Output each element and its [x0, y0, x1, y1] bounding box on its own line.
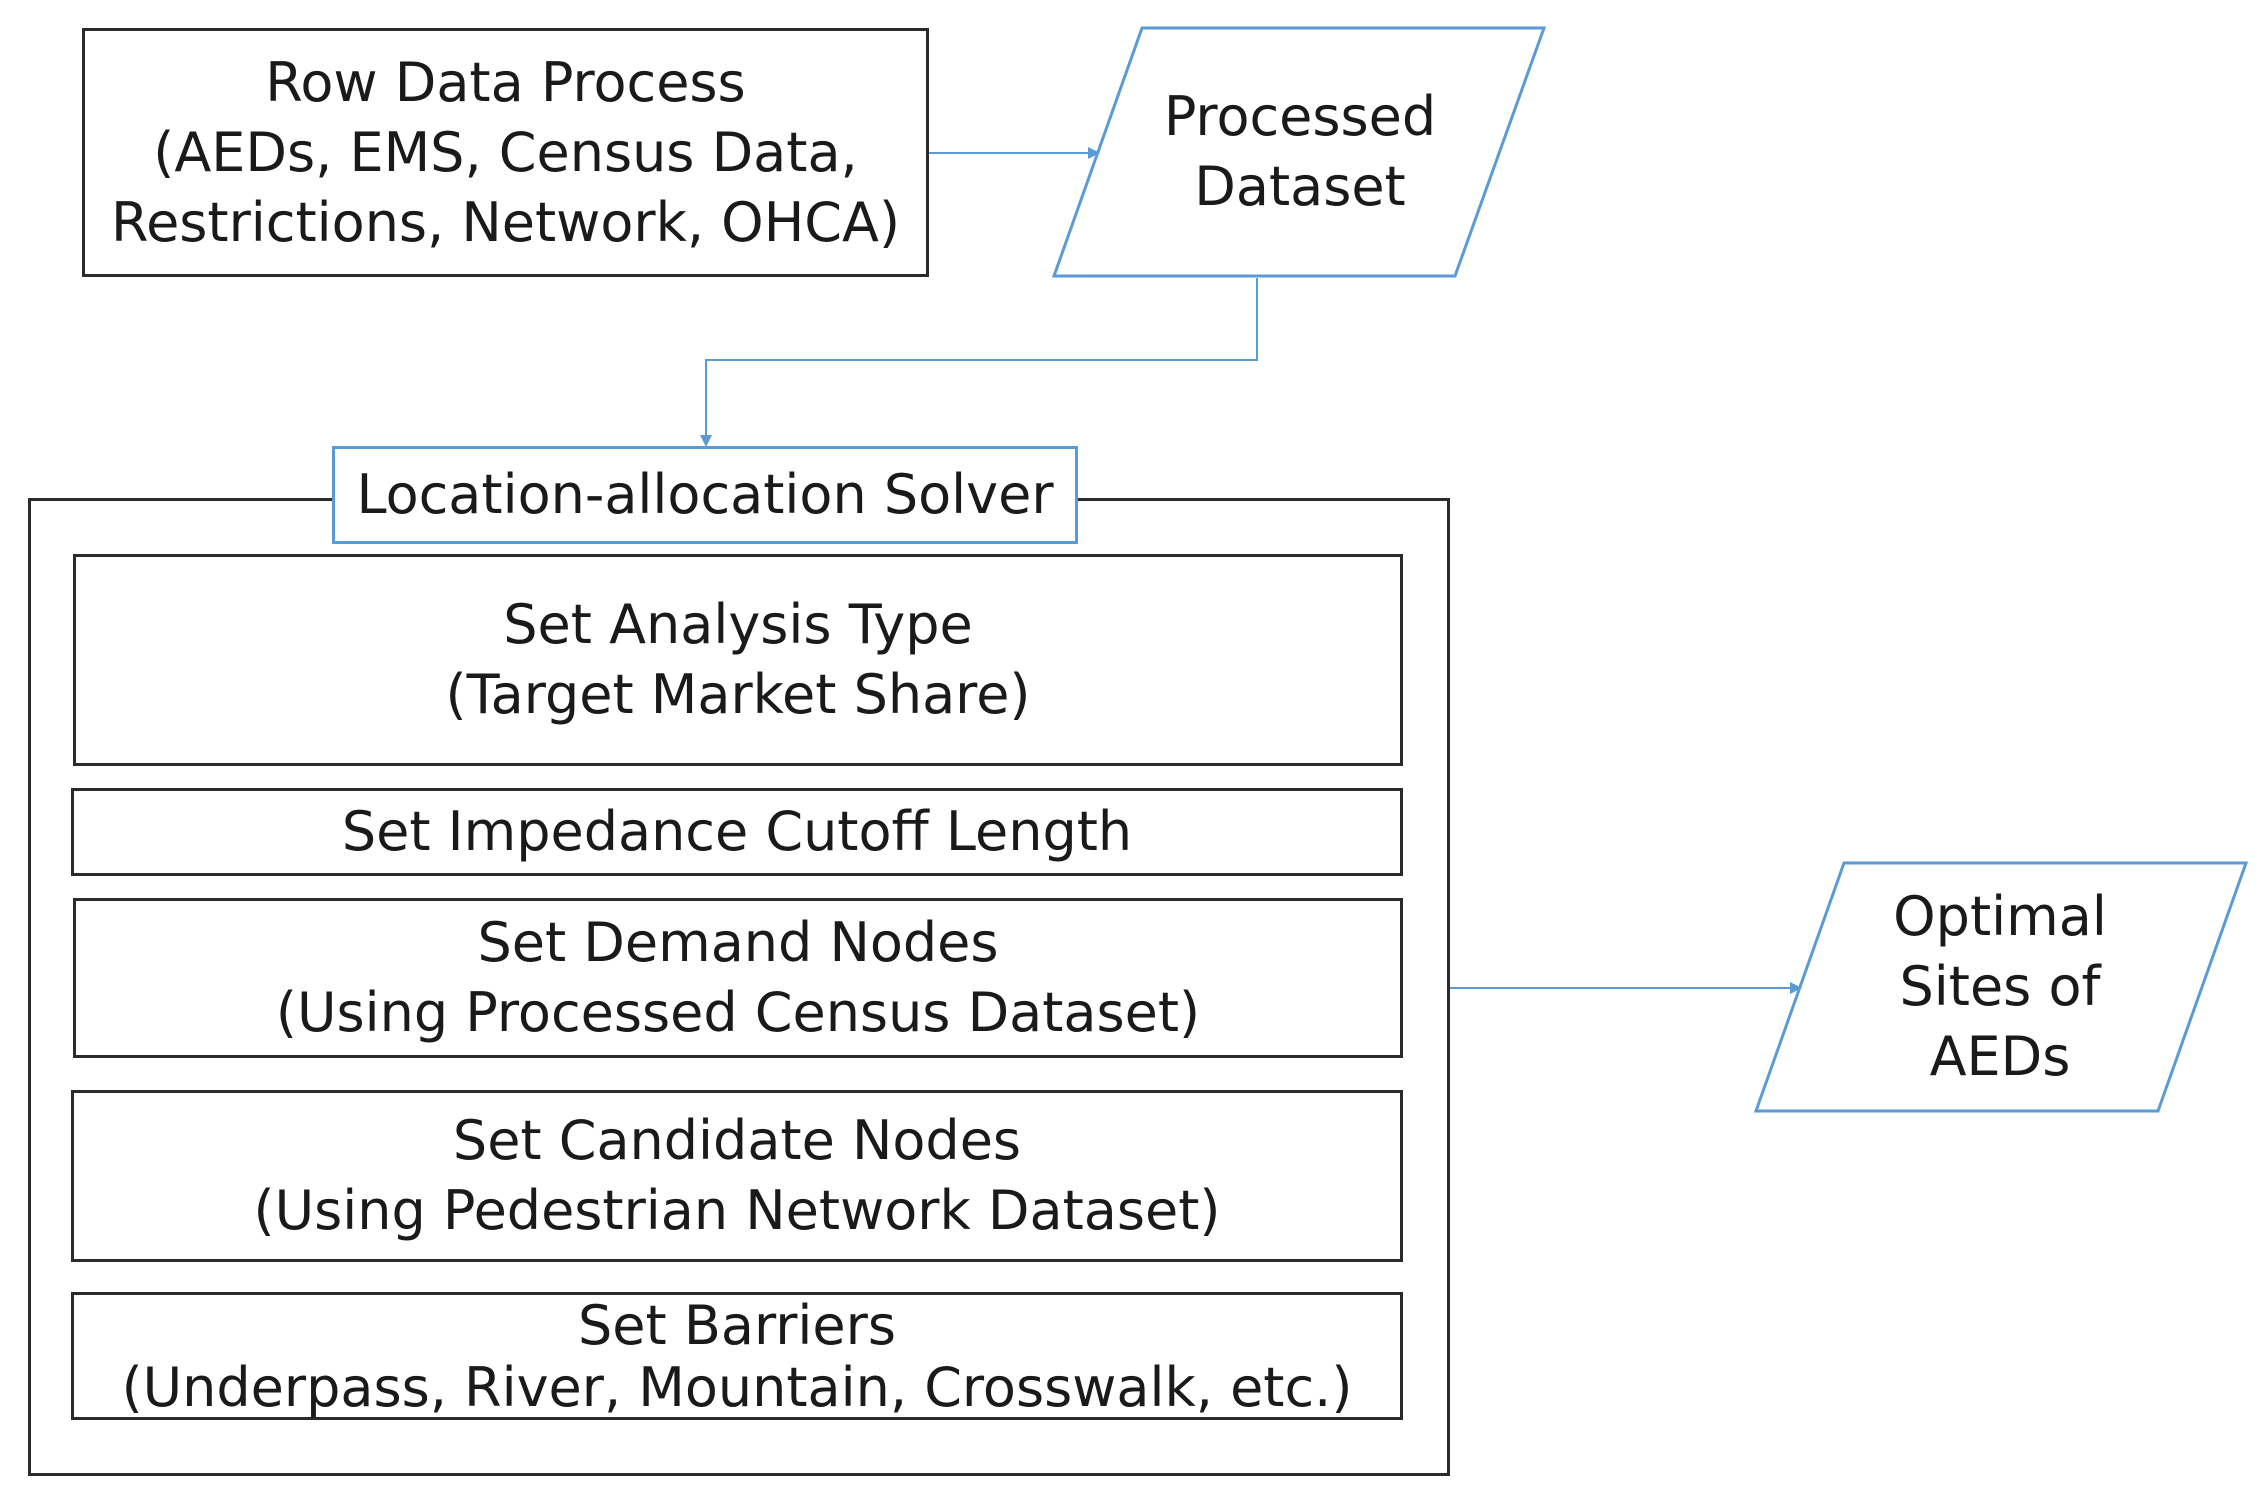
processed-dataset-label: Processed Dataset — [1110, 28, 1490, 276]
raw-data-line: Restrictions, Network, OHCA) — [110, 190, 901, 254]
output-line: Optimal — [1893, 885, 2107, 948]
step-detail: (Target Market Share) — [445, 663, 1031, 726]
processed-dataset-line: Dataset — [1194, 155, 1406, 218]
step-detail: (Using Processed Census Dataset) — [275, 981, 1201, 1044]
output-line: Sites of — [1899, 955, 2101, 1018]
step-detail: (Using Pedestrian Network Dataset) — [253, 1179, 1221, 1242]
processed-dataset-shape — [1051, 26, 1547, 278]
step-candidate-nodes: Set Candidate Nodes (Using Pedestrian Ne… — [71, 1090, 1403, 1262]
output-shape — [1753, 861, 2249, 1113]
step-analysis-type: Set Analysis Type (Target Market Share) — [73, 554, 1403, 766]
output-line: AEDs — [1929, 1025, 2071, 1088]
step-title: Set Demand Nodes — [477, 911, 999, 974]
output-label: Optimal Sites of AEDs — [1810, 863, 2190, 1111]
solver-title: Location-allocation Solver — [356, 463, 1054, 526]
step-title: Set Impedance Cutoff Length — [341, 800, 1133, 863]
step-title: Set Analysis Type — [503, 593, 973, 656]
step-demand-nodes: Set Demand Nodes (Using Processed Census… — [73, 898, 1403, 1058]
step-title: Set Barriers — [578, 1294, 896, 1357]
solver-title-box: Location-allocation Solver — [332, 446, 1078, 544]
step-detail: (Underpass, River, Mountain, Crosswalk, … — [121, 1356, 1353, 1419]
arrow-processed-to-solver — [700, 278, 1258, 447]
processed-dataset-line: Processed — [1163, 85, 1437, 148]
step-impedance-cutoff: Set Impedance Cutoff Length — [71, 788, 1403, 876]
step-title: Set Candidate Nodes — [452, 1109, 1022, 1172]
raw-data-box: Row Data Process (AEDs, EMS, Census Data… — [82, 28, 929, 277]
raw-data-line: (AEDs, EMS, Census Data, — [153, 120, 858, 184]
raw-data-title: Row Data Process — [265, 50, 746, 114]
step-barriers: Set Barriers (Underpass, River, Mountain… — [71, 1292, 1403, 1420]
